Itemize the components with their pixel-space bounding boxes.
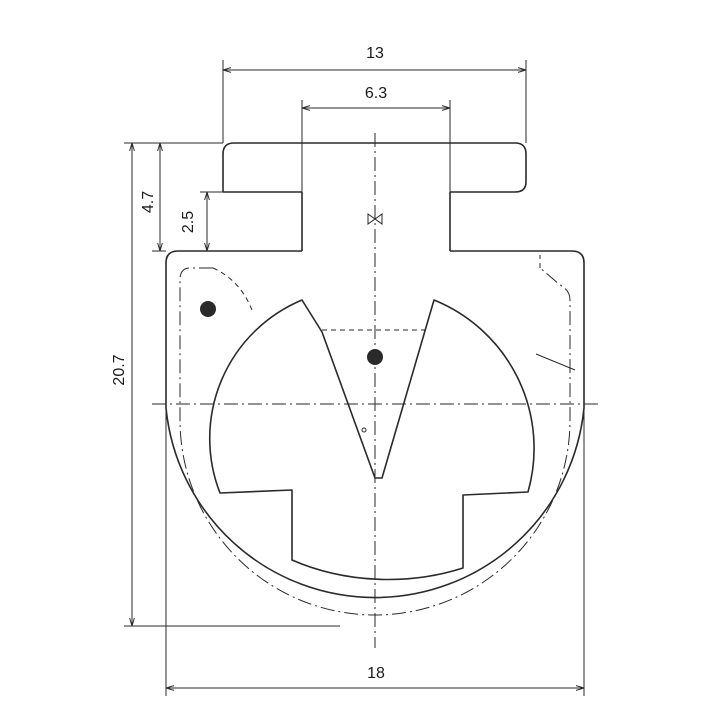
leader-line (535, 353, 576, 371)
dim-step-height-label: 2.5 (180, 211, 197, 233)
pocket-outline (212, 255, 541, 311)
dim-flange-height-label: 4.7 (140, 191, 157, 213)
dim-total-width: 18 (165, 408, 585, 696)
hole-marker-center (367, 349, 383, 365)
dim-flange-height: 4.7 (140, 143, 166, 252)
dim-top-width: 13 (222, 45, 527, 143)
dim-neck-width-label: 6.3 (365, 85, 387, 102)
dim-neck-width: 6.3 (301, 85, 451, 192)
dim-top-width-label: 13 (366, 45, 384, 62)
inner-channel-line (179, 267, 571, 616)
dim-total-width-label: 18 (367, 665, 385, 682)
hole-marker-left (200, 301, 216, 317)
dim-step-height: 2.5 (180, 191, 223, 251)
bowtie-marker-icon (367, 213, 383, 225)
dim-total-height: 20.7 (111, 142, 340, 627)
dim-total-height-label: 20.7 (111, 354, 128, 385)
trefoil-cutout (209, 299, 535, 581)
small-point-marker (361, 427, 367, 433)
